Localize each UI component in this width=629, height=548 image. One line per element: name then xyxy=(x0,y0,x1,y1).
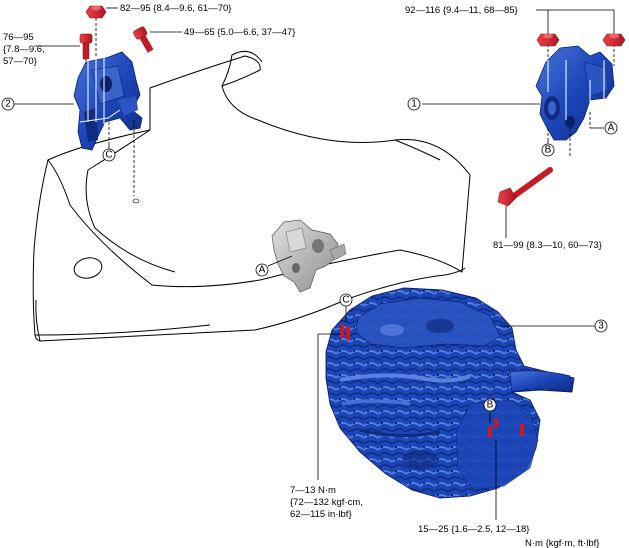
svg-text:A: A xyxy=(608,123,615,134)
torque-15-25: 15—25 {1.6—2.5, 12—18} xyxy=(418,524,529,535)
bolt-icon xyxy=(79,33,93,60)
bolt-icon xyxy=(340,324,350,340)
left-mount-guide-lines xyxy=(79,52,121,124)
engine-mount-right xyxy=(535,45,615,141)
callout-c-left-mount: C xyxy=(102,148,116,162)
svg-text:B: B xyxy=(545,145,552,156)
svg-text:B: B xyxy=(487,400,494,411)
bolt-icon xyxy=(133,26,154,53)
torque-82-95: 82—95 {8.4—9.6, 61—70} xyxy=(120,3,231,14)
torque-76-95-line1: 76—95 xyxy=(3,32,34,43)
callout-a-left: A xyxy=(255,263,269,277)
leader-lines xyxy=(12,7,615,520)
transmission-mount xyxy=(271,219,347,293)
callout-b-right-mount: B xyxy=(541,143,555,157)
callout-b-engine: B xyxy=(483,398,497,412)
callout-3: 3 xyxy=(594,319,608,333)
svg-text:2: 2 xyxy=(5,99,11,110)
engine-assembly xyxy=(325,287,575,499)
bolt-icon xyxy=(497,167,553,207)
svg-text:C: C xyxy=(105,150,112,161)
torque-49-65: 49—65 {5.0—6.6, 37—47} xyxy=(184,27,295,38)
svg-text:3: 3 xyxy=(598,321,604,332)
right-mount-dashed-leaders xyxy=(547,44,615,156)
bolt-icon xyxy=(488,418,524,438)
torque-76-95-line2: {7.8—9.6, xyxy=(3,44,45,55)
engine-mount-left xyxy=(73,51,143,151)
washer-icon xyxy=(132,198,140,204)
svg-text:A: A xyxy=(259,265,266,276)
nut-icon xyxy=(536,33,560,47)
callout-a-right: A xyxy=(604,121,618,135)
callout-2: 2 xyxy=(1,97,15,111)
right-mount-guide-lines xyxy=(547,48,605,120)
torque-76-95-line3: 57—70} xyxy=(3,56,37,67)
torque-7-13-line1: 7—13 N·m xyxy=(290,485,336,496)
nut-icon xyxy=(85,5,107,19)
callout-c-engine: C xyxy=(339,293,353,307)
torque-7-13-line2: {72—132 kgf·cm, xyxy=(290,497,363,508)
nut-icon xyxy=(602,33,626,47)
svg-text:C: C xyxy=(342,295,349,306)
torque-92-116: 92—116 {9.4—11, 68—85} xyxy=(405,5,518,16)
vehicle-body-outline xyxy=(32,50,471,342)
svg-text:1: 1 xyxy=(411,99,417,110)
torque-81-99: 81—99 {8.3—10, 60—73} xyxy=(493,240,602,251)
torque-7-13-line3: 62—115 in·lbf} xyxy=(290,509,352,520)
units-note: N·m {kgf·m, ft·lbf} xyxy=(525,538,599,548)
callout-1: 1 xyxy=(407,97,421,111)
